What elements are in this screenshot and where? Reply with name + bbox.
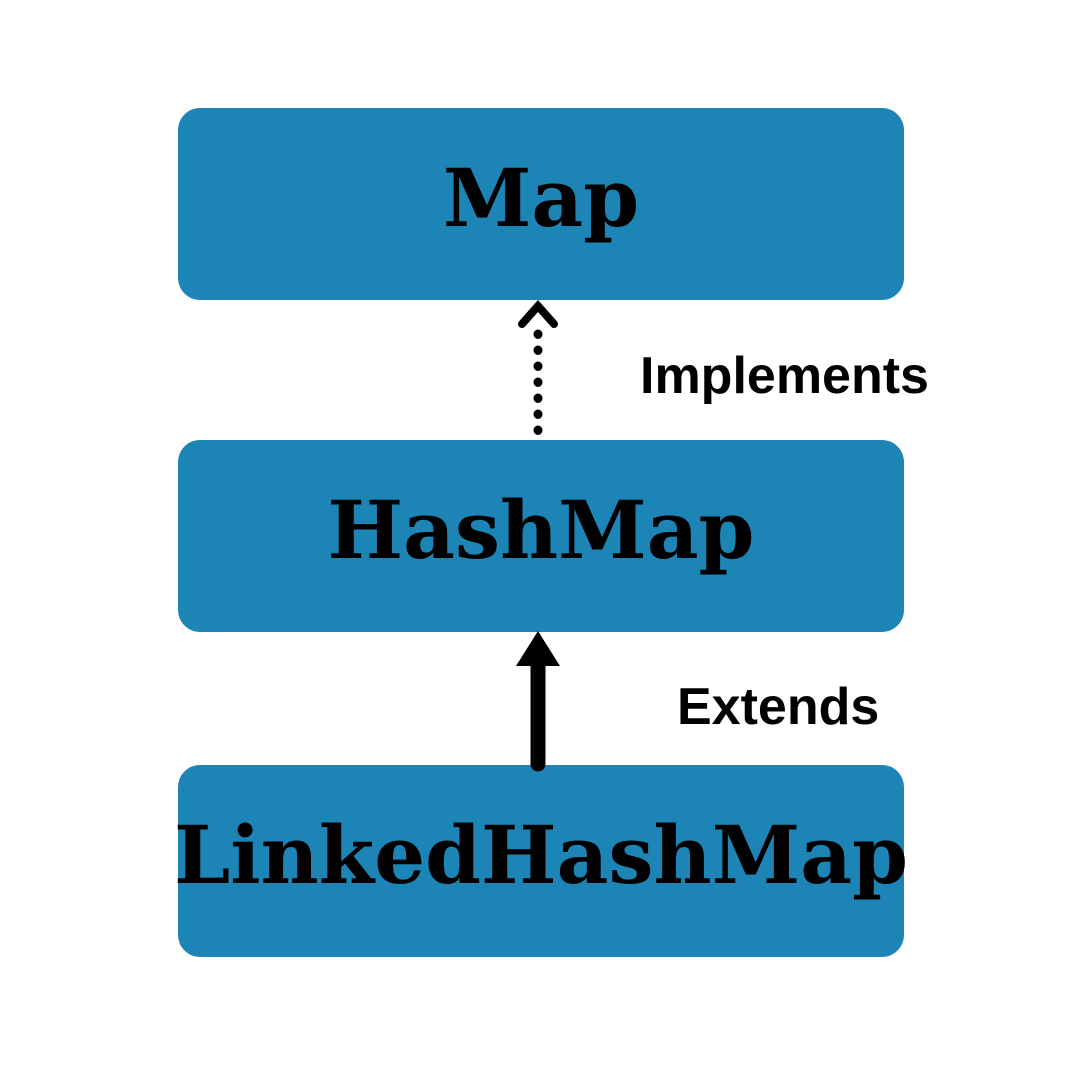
extends-edge-label: Extends — [677, 678, 880, 736]
node-linkedhashmap-label: LinkedHashMap — [173, 808, 909, 902]
node-hashmap: HashMap — [178, 440, 904, 632]
node-map-label: Map — [442, 151, 640, 245]
extends-arrow — [516, 631, 560, 772]
node-hashmap-label: HashMap — [327, 483, 755, 577]
implements-edge-label: Implements — [640, 347, 929, 405]
implements-arrow — [518, 299, 558, 445]
implements-arrowhead-chevron-icon — [518, 299, 558, 328]
extends-arrowhead-triangle-icon — [516, 631, 560, 666]
node-linkedhashmap: LinkedHashMap — [174, 765, 908, 957]
node-map: Map — [178, 108, 904, 300]
